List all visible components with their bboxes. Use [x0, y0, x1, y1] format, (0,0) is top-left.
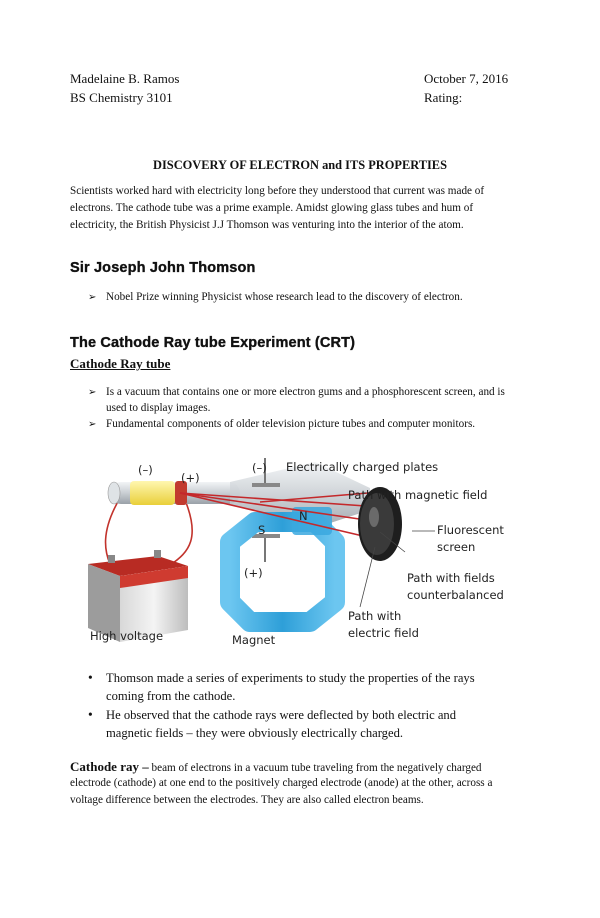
magnet-icon — [220, 507, 345, 632]
subheading-cathode-ray-tube: Cathode Ray tube — [70, 356, 171, 371]
arrow-bullet-icon: ➢ — [88, 419, 97, 430]
wire — [104, 497, 121, 565]
rating-label: Rating: — [424, 90, 463, 105]
round-bullet-icon: • — [88, 670, 93, 685]
date-label: October 7, 2016 — [424, 71, 509, 86]
list-item: Nobel Prize winning Physicist whose rese… — [106, 291, 463, 303]
arrow-bullet-icon: ➢ — [88, 292, 97, 303]
definition-line: beam of electrons in a vacuum tube trave… — [148, 762, 482, 774]
electric-path-label: electric field — [348, 626, 419, 640]
definition-paragraph: Cathode ray – beam of electrons in a vac… — [70, 758, 482, 777]
bottom-plate — [252, 534, 280, 538]
fluorescent-screen-label: Fluorescent — [437, 523, 504, 537]
list-item: Thomson made a series of experiments to … — [106, 671, 475, 685]
top-plate — [252, 483, 280, 487]
list-item: He observed that the cathode rays were d… — [106, 708, 457, 722]
cathode-ray-tube-diagram: (–) (+) (–) Electrically charged plates … — [88, 458, 504, 647]
page-title: DISCOVERY OF ELECTRON and ITS PROPERTIES — [153, 158, 447, 172]
author-name: Madelaine B. Ramos — [70, 71, 180, 86]
section-heading-crt: The Cathode Ray tube Experiment (CRT) — [70, 335, 356, 351]
plus-terminal-label: (+) — [181, 471, 200, 485]
plus-plate-label: (+) — [244, 566, 263, 580]
high-voltage-label: High voltage — [90, 629, 163, 643]
north-pole-label: N — [299, 509, 308, 523]
course-label: BS Chemistry 3101 — [70, 90, 173, 105]
fluorescent-screen-icon — [358, 487, 402, 561]
battery-icon — [88, 550, 188, 642]
magnetic-path-label: Path with magnetic field — [348, 488, 487, 502]
list-item-continuation: used to display images. — [106, 402, 211, 414]
list-item-continuation: magnetic fields – they were obviously el… — [106, 726, 404, 740]
south-pole-label: S — [258, 523, 265, 537]
definition-line: electrode (cathode) at one end to the po… — [70, 777, 493, 789]
list-item-continuation: coming from the cathode. — [106, 689, 236, 703]
counterbalanced-label: Path with fields — [407, 571, 495, 585]
arrow-bullet-icon: ➢ — [88, 387, 97, 398]
fluorescent-screen-label: screen — [437, 540, 475, 554]
section-heading-thomson: Sir Joseph John Thomson — [70, 260, 256, 276]
minus-plate-label: (–) — [252, 461, 267, 475]
round-bullet-icon: • — [88, 707, 93, 722]
electric-path-label: Path with — [348, 609, 401, 623]
plates-label: Electrically charged plates — [286, 460, 438, 474]
magnet-label: Magnet — [232, 633, 276, 647]
definition-term: Cathode ray – — [70, 759, 149, 774]
definition-line: voltage difference between the electrode… — [70, 794, 424, 806]
list-item: Fundamental components of older televisi… — [106, 418, 476, 430]
intro-line: Scientists worked hard with electricity … — [70, 185, 485, 197]
electron-beams — [179, 491, 381, 541]
counterbalanced-label: counterbalanced — [407, 588, 504, 602]
intro-line: electricity, the British Physicist J.J T… — [70, 219, 464, 231]
list-item: Is a vacuum that contains one or more el… — [106, 386, 505, 398]
intro-line: electrons. The cathode tube was a prime … — [70, 202, 474, 214]
minus-terminal-label: (–) — [138, 463, 153, 477]
wire — [169, 499, 193, 566]
